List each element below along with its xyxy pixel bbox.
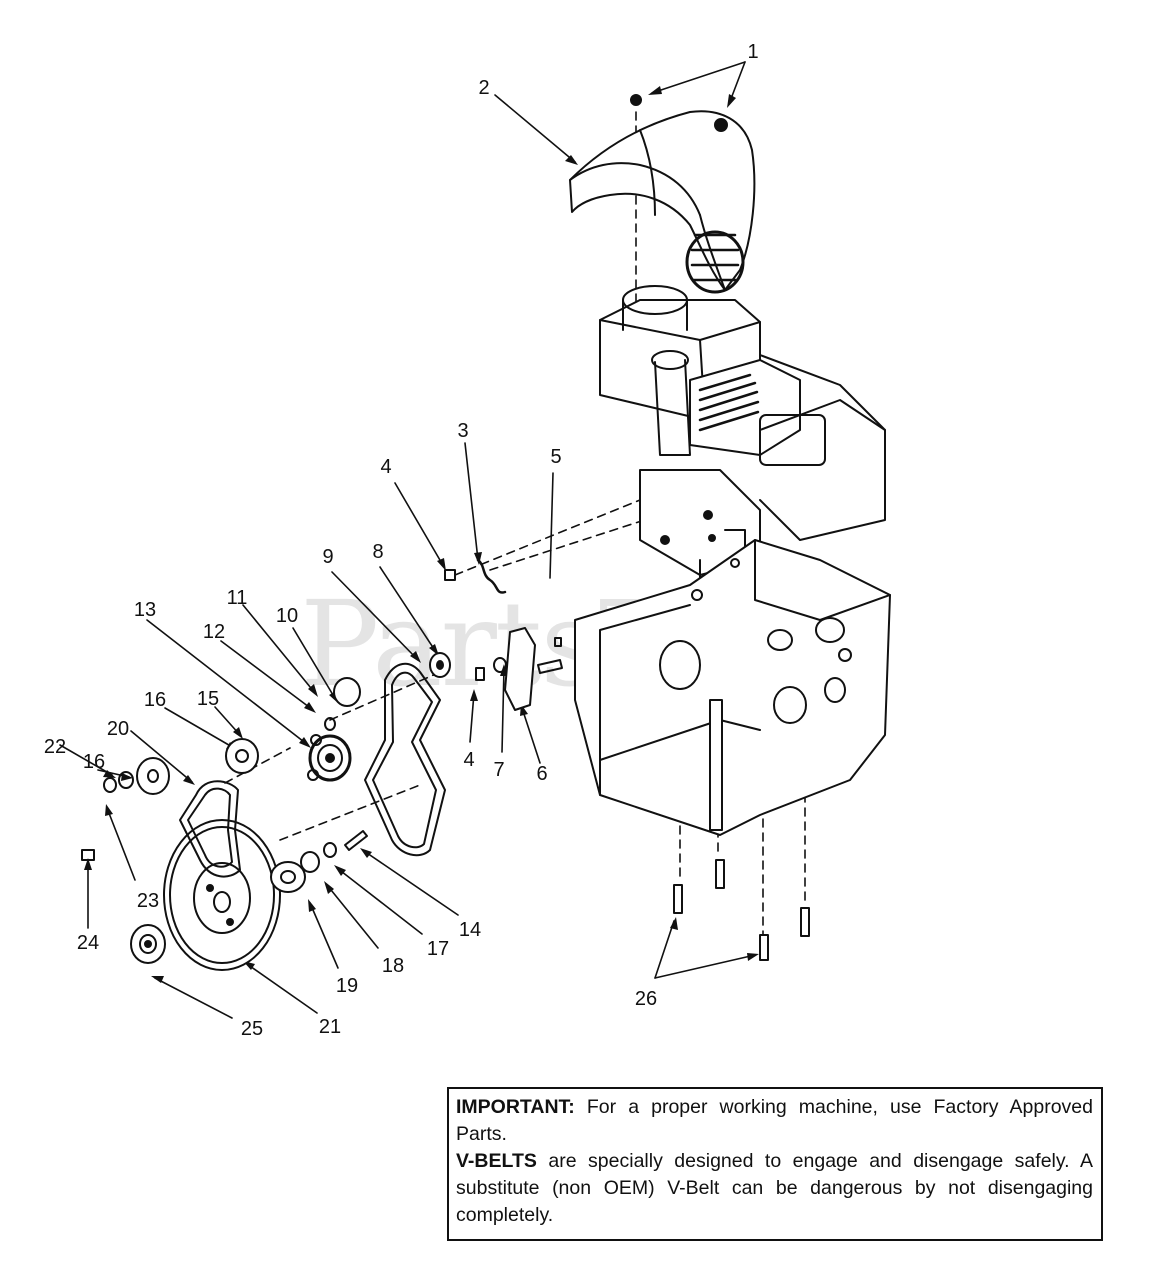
washer-18 [300,851,320,873]
callout-22: 22 [43,736,67,758]
callout-7: 7 [493,759,505,781]
callout-15: 15 [196,688,220,710]
callout-4-lower: 4 [463,749,475,771]
callout-1: 1 [747,41,759,63]
important-text: For a proper working machine, use Factor… [456,1096,1093,1145]
callout-6: 6 [536,763,548,785]
callout-23: 23 [136,890,160,912]
callout-18: 18 [381,955,405,977]
frame-plate [574,539,891,836]
callout-11: 11 [226,587,248,609]
large-pulley [163,819,281,971]
callout-21: 21 [318,1016,342,1038]
callout-20: 20 [106,718,130,740]
callout-13: 13 [133,599,157,621]
callout-4-top: 4 [380,456,392,478]
callout-5: 5 [550,446,562,468]
vbelts-label: V-BELTS [456,1150,537,1172]
callout-9: 9 [322,546,334,568]
vbelts-text: are specially designed to engage and dis… [456,1150,1093,1226]
leader-lines [59,61,756,1019]
callout-17: 17 [426,938,450,960]
washer-19 [270,861,306,893]
pulley-16 [136,757,170,795]
chute-deflector [569,94,756,294]
important-notice-box: IMPORTANT: For a proper working machine,… [447,1087,1103,1241]
pulley-15 [225,738,259,774]
belt-9 [364,662,446,857]
small-hardware [81,558,810,961]
washer-8 [429,652,451,678]
callout-2: 2 [478,77,490,99]
washer-10 [333,677,361,707]
callout-16-lower: 16 [82,751,106,773]
belt-20 [179,780,241,878]
callout-25: 25 [240,1018,264,1040]
callout-24: 24 [76,932,100,954]
callout-16-upper: 16 [143,689,167,711]
callout-8: 8 [372,541,384,563]
important-label: IMPORTANT: [456,1096,575,1118]
callout-19: 19 [335,975,359,997]
pulley-25 [130,924,166,964]
callout-12: 12 [202,621,226,643]
important-notice-paragraph: IMPORTANT: For a proper working machine,… [456,1094,1093,1148]
callout-26: 26 [634,988,658,1010]
callout-3: 3 [457,420,469,442]
idler-pulley-13 [308,734,352,782]
callout-14: 14 [458,919,482,941]
vbelts-notice-paragraph: V-BELTS are specially designed to engage… [456,1148,1093,1229]
callout-10: 10 [275,605,299,627]
